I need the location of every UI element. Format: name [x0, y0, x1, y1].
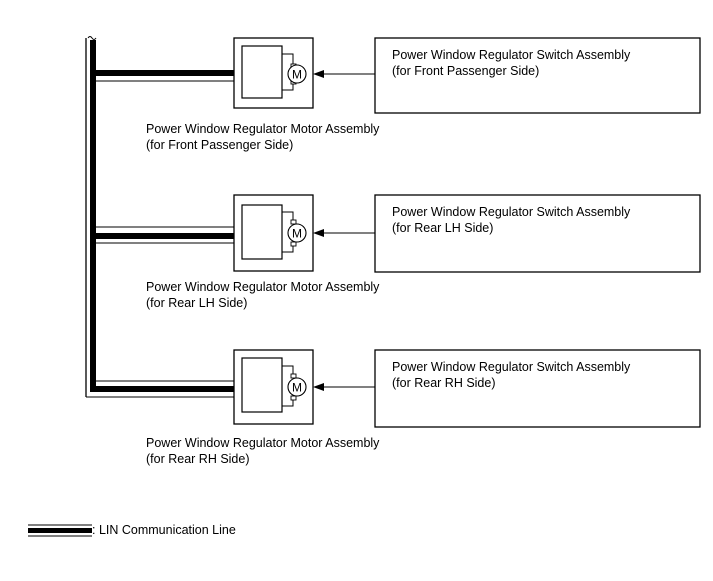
motor-label-line2: (for Front Passenger Side)	[146, 138, 294, 152]
lin-branch-front-passenger	[90, 70, 234, 82]
switch-label-line1: Power Window Regulator Switch Assembly	[392, 360, 631, 374]
switch-label-line2: (for Rear RH Side)	[392, 376, 496, 390]
signal-arrow	[313, 229, 375, 237]
svg-text:M: M	[292, 68, 302, 82]
svg-text:M: M	[292, 381, 302, 395]
lin-trunk	[85, 36, 97, 397]
motor-label-front-passenger: Power Window Regulator Motor Assembly (f…	[146, 121, 379, 153]
switch-label-rear-lh: Power Window Regulator Switch Assembly (…	[392, 204, 630, 236]
legend-lin-line-icon	[28, 524, 92, 537]
lin-branch-rear-lh	[90, 226, 234, 244]
switch-label-line2: (for Rear LH Side)	[392, 221, 494, 235]
motor-label-line1: Power Window Regulator Motor Assembly	[146, 436, 380, 450]
motor-label-line1: Power Window Regulator Motor Assembly	[146, 122, 380, 136]
switch-assembly-front-passenger	[374, 37, 701, 114]
lin-branch-rear-rh	[86, 380, 234, 398]
switch-label-line1: Power Window Regulator Switch Assembly	[392, 205, 631, 219]
switch-label-line2: (for Front Passenger Side)	[392, 64, 540, 78]
motor-symbol-icon	[287, 223, 307, 243]
motor-label-rear-rh: Power Window Regulator Motor Assembly (f…	[146, 435, 379, 467]
motor-label-line2: (for Rear RH Side)	[146, 452, 250, 466]
svg-text:M: M	[292, 227, 302, 241]
switch-label-line1: Power Window Regulator Switch Assembly	[392, 48, 631, 62]
motor-label-rear-lh: Power Window Regulator Motor Assembly (f…	[146, 279, 379, 311]
motor-label-line2: (for Rear LH Side)	[146, 296, 248, 310]
signal-arrow	[313, 70, 375, 78]
legend-label: : LIN Communication Line	[92, 523, 236, 537]
switch-assembly-rear-rh	[374, 349, 701, 428]
motor-label-line1: Power Window Regulator Motor Assembly	[146, 280, 380, 294]
motor-symbol-icon	[287, 64, 307, 84]
motor-assembly-rear-lh: M	[233, 194, 314, 272]
motor-symbol-icon	[287, 377, 307, 397]
signal-arrow	[313, 383, 375, 391]
motor-assembly-rear-rh: M	[233, 349, 314, 425]
switch-label-rear-rh: Power Window Regulator Switch Assembly (…	[392, 359, 630, 391]
switch-label-front-passenger: Power Window Regulator Switch Assembly (…	[392, 47, 630, 79]
motor-assembly-front-passenger: M	[233, 37, 314, 109]
